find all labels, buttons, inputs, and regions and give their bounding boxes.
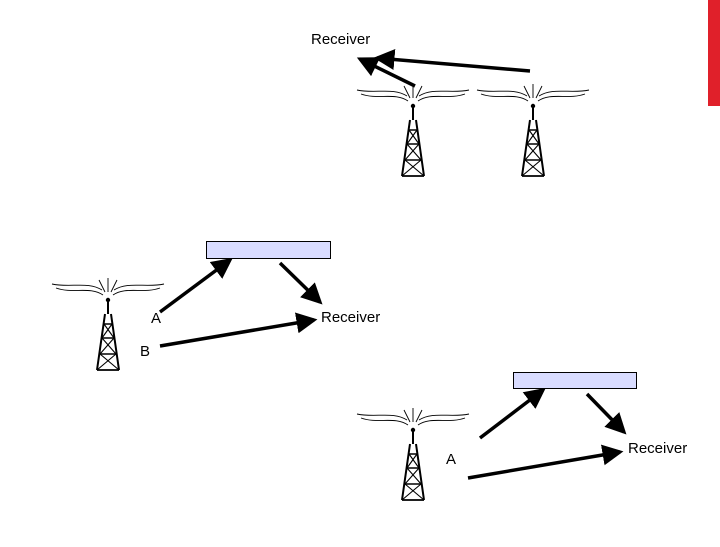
diagram3-label-a: A bbox=[446, 451, 457, 468]
diagram1-arrow-left-tower bbox=[356, 57, 416, 88]
diagram2-reflector-box bbox=[206, 241, 331, 259]
diagram3-reflector-box bbox=[513, 372, 637, 389]
accent-bar bbox=[708, 0, 720, 106]
diagram1-receiver-label: Receiver bbox=[311, 31, 371, 48]
diagram2-arrow-to-box bbox=[158, 257, 233, 314]
diagram1-arrow-right-tower bbox=[373, 49, 531, 73]
diagram3-arrow-box-to-receiver bbox=[585, 392, 627, 435]
diagram2-arrow-box-to-receiver bbox=[278, 261, 323, 305]
diagram2-receiver-label: Receiver bbox=[321, 309, 381, 326]
diagram2-arrow-direct bbox=[159, 312, 318, 348]
diagram3-receiver-label: Receiver bbox=[628, 440, 688, 457]
diagram1-tower-left bbox=[356, 83, 470, 177]
diagram3-arrow-direct bbox=[467, 444, 624, 480]
diagram3-arrow-to-box bbox=[478, 387, 546, 440]
diagram2-label-a: A bbox=[151, 310, 162, 327]
diagram2-label-b: B bbox=[140, 343, 151, 360]
diagram1-tower-right bbox=[476, 83, 590, 177]
